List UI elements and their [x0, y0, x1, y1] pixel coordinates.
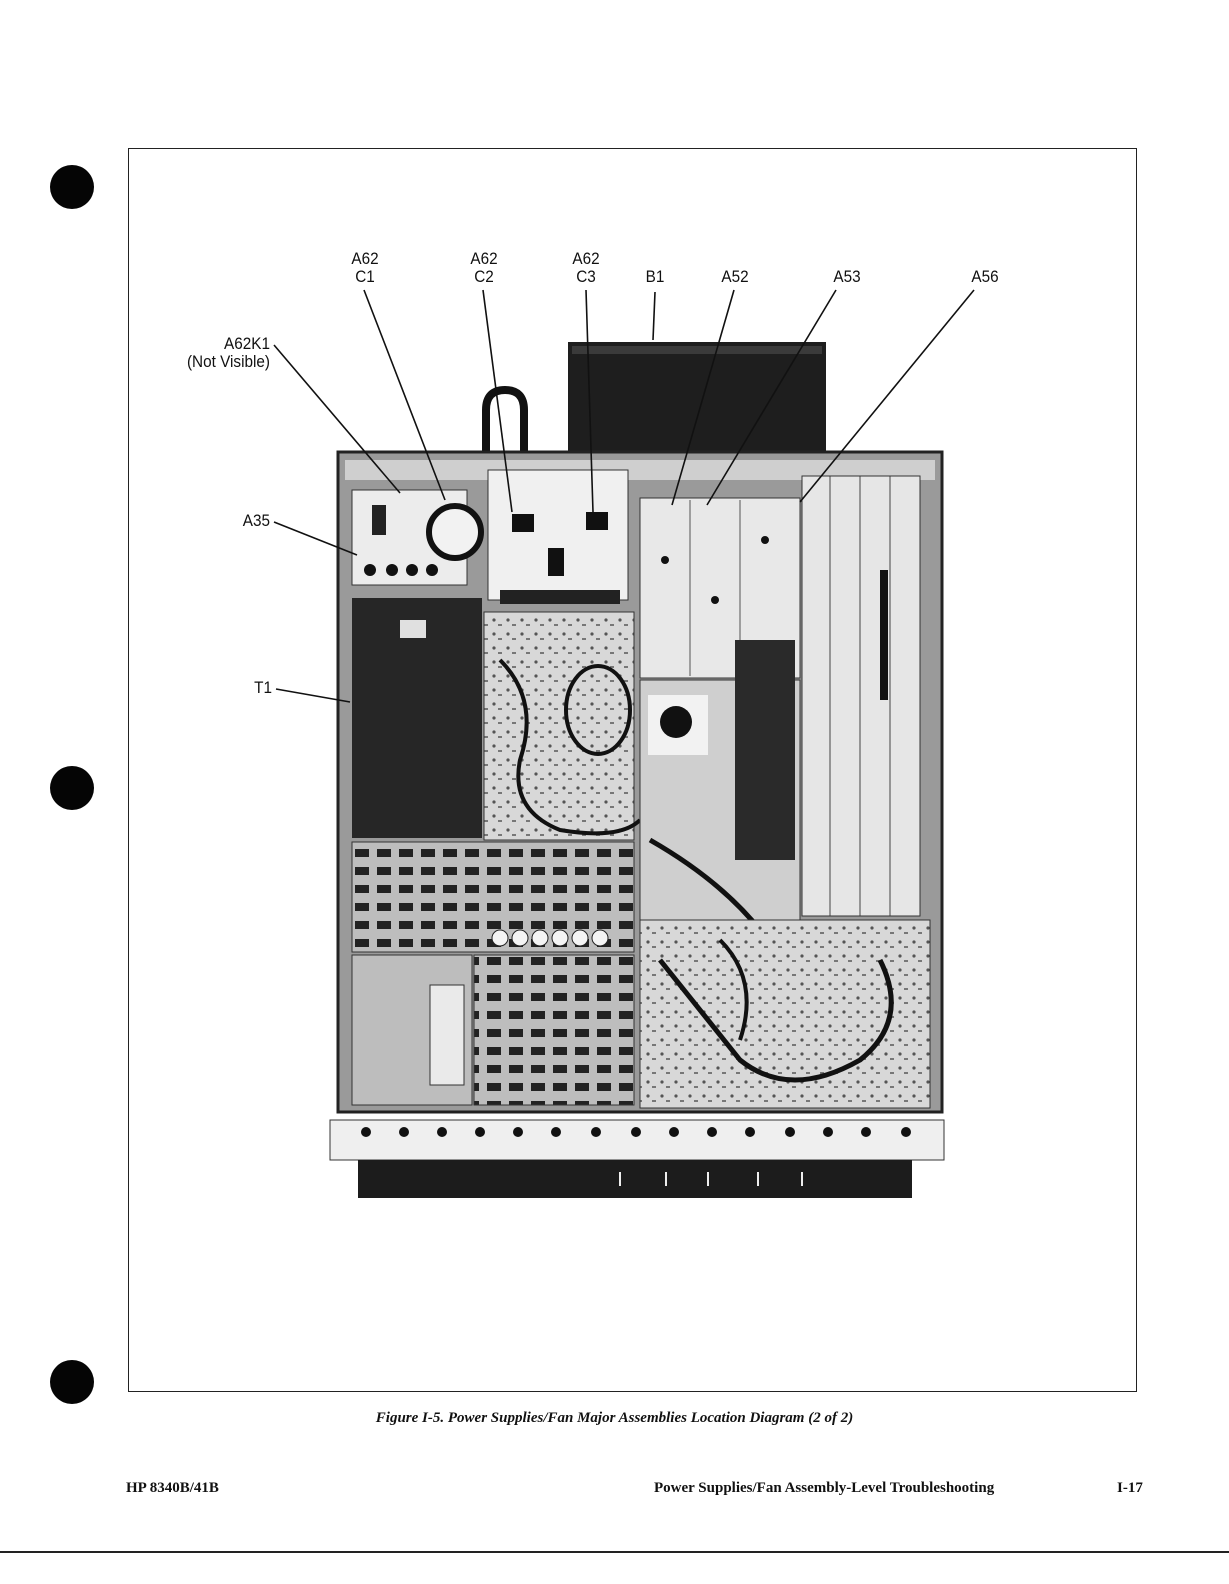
- callout-a62-c1: A62 C1: [334, 250, 397, 286]
- footer-model: HP 8340B/41B: [126, 1480, 219, 1497]
- front-panel-bar: [358, 1160, 912, 1198]
- cable-loop: [486, 390, 524, 455]
- callout-a62-c2: A62 C2: [453, 250, 516, 286]
- callout-a62-c1-line1: A62: [334, 250, 397, 268]
- callout-a35: A35: [216, 512, 270, 530]
- a56-board: [802, 476, 920, 916]
- callout-a62-c3-line1: A62: [555, 250, 618, 268]
- callout-a62k1: A62K1 (Not Visible): [162, 335, 270, 371]
- callout-a56: A56: [958, 268, 1012, 286]
- callout-a52: A52: [708, 268, 762, 286]
- callout-a62-c2-line2: C2: [453, 268, 516, 286]
- footer-page-number: I-17: [1117, 1480, 1143, 1497]
- callout-a53: A53: [820, 268, 874, 286]
- capacitor-c1: [429, 506, 481, 558]
- footer-section-title: Power Supplies/Fan Assembly-Level Troubl…: [654, 1480, 994, 1497]
- callout-a62-c2-line1: A62: [453, 250, 516, 268]
- center-board: [484, 612, 634, 840]
- fan-b1: [568, 342, 826, 454]
- callout-a62k1-line2: (Not Visible): [162, 353, 270, 371]
- callout-b1: B1: [633, 268, 678, 286]
- callout-t1: T1: [227, 679, 272, 697]
- callout-a62k1-line1: A62K1: [162, 335, 270, 353]
- callout-a62-c3: A62 C3: [555, 250, 618, 286]
- callout-a62-c3-line2: C3: [555, 268, 618, 286]
- front-rail: [330, 1120, 944, 1160]
- callout-a62-c1-line2: C1: [334, 268, 397, 286]
- figure-caption: Figure I-5. Power Supplies/Fan Major Ass…: [0, 1410, 1229, 1427]
- bottom-rule: [0, 1551, 1229, 1553]
